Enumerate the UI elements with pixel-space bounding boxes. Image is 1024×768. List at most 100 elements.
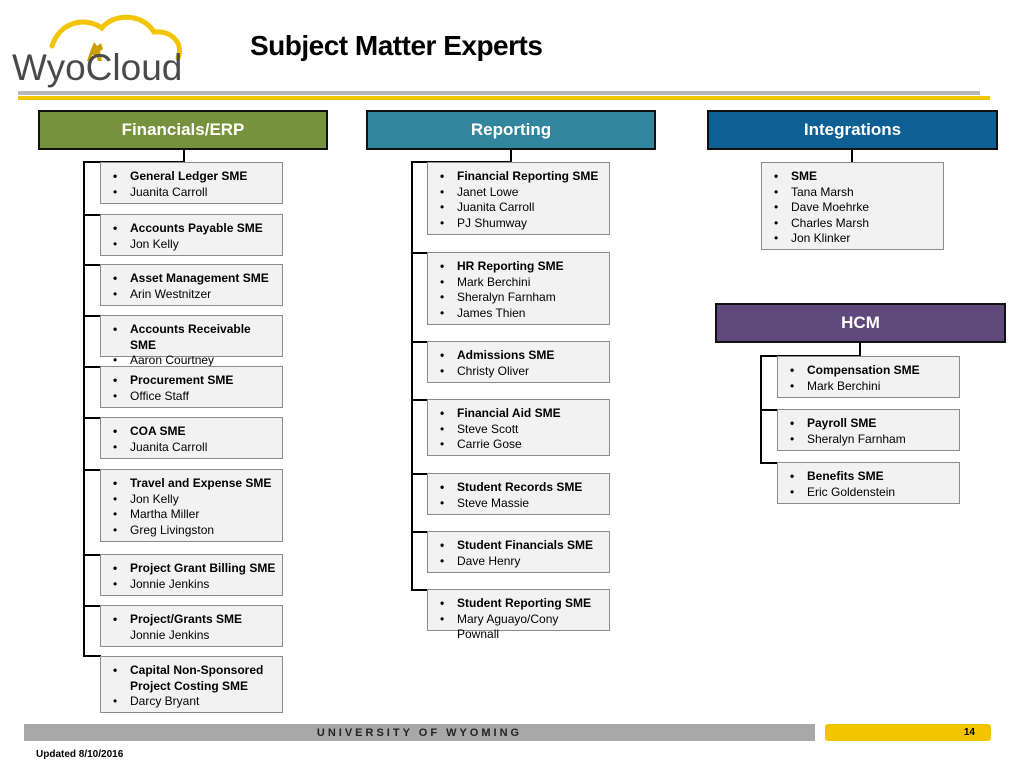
sme-role: Admissions SME bbox=[440, 348, 603, 364]
sme-list: Student Records SMESteve Massie bbox=[440, 480, 603, 511]
connector-line bbox=[411, 473, 428, 475]
sme-person: Charles Marsh bbox=[774, 216, 937, 232]
sme-person: PJ Shumway bbox=[440, 216, 603, 232]
sme-person: James Thien bbox=[440, 306, 603, 322]
sme-box-financial-aid: Financial Aid SMESteve ScottCarrie Gose bbox=[427, 399, 610, 456]
sme-person: Dave Henry bbox=[440, 554, 603, 570]
sme-box-admissions: Admissions SMEChristy Oliver bbox=[427, 341, 610, 383]
connector-line bbox=[411, 341, 428, 343]
sme-role: General Ledger SME bbox=[113, 169, 276, 185]
sme-person: Aaron Courtney bbox=[113, 353, 276, 369]
sme-person: Sheralyn Farnham bbox=[790, 432, 953, 448]
sme-list: Asset Management SMEArin Westnitzer bbox=[113, 271, 276, 302]
footer-bar bbox=[24, 724, 815, 741]
sme-person: Jon Klinker bbox=[774, 231, 937, 247]
connector-line bbox=[510, 150, 512, 163]
sme-box-integrations: SMETana MarshDave MoehrkeCharles MarshJo… bbox=[761, 162, 944, 250]
sme-role: Financial Reporting SME bbox=[440, 169, 603, 185]
sme-box-procurement: Procurement SMEOffice Staff bbox=[100, 366, 283, 408]
sme-person: Sheralyn Farnham bbox=[440, 290, 603, 306]
sme-list: Financial Aid SMESteve ScottCarrie Gose bbox=[440, 406, 603, 453]
sme-box-benefits: Benefits SMEEric Goldenstein bbox=[777, 462, 960, 504]
connector-line bbox=[411, 161, 413, 591]
sme-person: Office Staff bbox=[113, 389, 276, 405]
connector-line bbox=[760, 409, 778, 411]
sme-role: Travel and Expense SME bbox=[113, 476, 276, 492]
sme-person: Mary Aguayo/Cony Pownall bbox=[440, 612, 603, 643]
connector-line bbox=[411, 399, 428, 401]
connector-line bbox=[83, 264, 101, 266]
sme-role: Student Reporting SME bbox=[440, 596, 603, 612]
reporting-header: Reporting bbox=[366, 110, 656, 150]
sme-person: Carrie Gose bbox=[440, 437, 603, 453]
sme-list: Benefits SMEEric Goldenstein bbox=[790, 469, 953, 500]
header-divider-gray bbox=[18, 91, 980, 95]
sme-role: HR Reporting SME bbox=[440, 259, 603, 275]
connector-line bbox=[183, 150, 185, 163]
sme-person: Juanita Carroll bbox=[113, 185, 276, 201]
sme-role: Project Costing SME bbox=[130, 678, 249, 693]
sme-list: Payroll SMESheralyn Farnham bbox=[790, 416, 953, 447]
connector-line bbox=[83, 417, 101, 419]
connector-line bbox=[411, 531, 428, 533]
sme-person: Arin Westnitzer bbox=[113, 287, 276, 303]
sme-person: Christy Oliver bbox=[440, 364, 603, 380]
sme-person: Mark Berchini bbox=[790, 379, 953, 395]
sme-person: Janet Lowe bbox=[440, 185, 603, 201]
sme-person: Greg Livingston bbox=[113, 523, 276, 539]
sme-box-general-ledger: General Ledger SMEJuanita Carroll bbox=[100, 162, 283, 204]
page-title: Subject Matter Experts bbox=[250, 30, 543, 61]
sme-box-asset-management: Asset Management SMEArin Westnitzer bbox=[100, 264, 283, 306]
sme-role: Accounts Receivable SME bbox=[113, 322, 276, 353]
sme-role: Procurement SME bbox=[113, 373, 276, 389]
sme-person: Dave Moehrke bbox=[774, 200, 937, 216]
sme-list: Student Financials SMEDave Henry bbox=[440, 538, 603, 569]
connector-line bbox=[83, 161, 85, 657]
connector-line bbox=[83, 366, 101, 368]
connector-line bbox=[83, 315, 101, 317]
cloud-logo-icon: WyoCloud bbox=[12, 14, 182, 88]
header-divider-gold bbox=[18, 96, 990, 100]
sme-person: Juanita Carroll bbox=[440, 200, 603, 216]
connector-line bbox=[83, 655, 101, 657]
sme-person: Steve Scott bbox=[440, 422, 603, 438]
page-number: 14 bbox=[825, 724, 991, 741]
sme-list: General Ledger SMEJuanita Carroll bbox=[113, 169, 276, 200]
sme-person: Juanita Carroll bbox=[113, 440, 276, 456]
sme-list: Student Reporting SMEMary Aguayo/Cony Po… bbox=[440, 596, 603, 643]
sme-box-payroll: Payroll SMESheralyn Farnham bbox=[777, 409, 960, 451]
sme-person: Steve Massie bbox=[440, 496, 603, 512]
sme-box-coa: COA SMEJuanita Carroll bbox=[100, 417, 283, 459]
updated-date: Updated 8/10/2016 bbox=[36, 749, 124, 760]
sme-person: Darcy Bryant bbox=[113, 694, 276, 710]
sme-role: Benefits SME bbox=[790, 469, 953, 485]
sme-list: Procurement SMEOffice Staff bbox=[113, 373, 276, 404]
sme-person: Jon Kelly bbox=[113, 237, 276, 253]
connector-line bbox=[83, 605, 101, 607]
sme-list: Admissions SMEChristy Oliver bbox=[440, 348, 603, 379]
sme-box-student-records: Student Records SMESteve Massie bbox=[427, 473, 610, 515]
sme-box-hr-reporting: HR Reporting SMEMark BerchiniSheralyn Fa… bbox=[427, 252, 610, 325]
sme-list: HR Reporting SMEMark BerchiniSheralyn Fa… bbox=[440, 259, 603, 321]
connector-line bbox=[411, 252, 428, 254]
sme-role: Capital Non-Sponsored bbox=[113, 663, 276, 679]
sme-list: COA SMEJuanita Carroll bbox=[113, 424, 276, 455]
connector-line bbox=[83, 214, 101, 216]
sme-list: Financial Reporting SMEJanet LoweJuanita… bbox=[440, 169, 603, 231]
hcm-header: HCM bbox=[715, 303, 1006, 343]
sme-person: Tana Marsh bbox=[774, 185, 937, 201]
sme-list: Compensation SMEMark Berchini bbox=[790, 363, 953, 394]
sme-person: Eric Goldenstein bbox=[790, 485, 953, 501]
sme-person: Mark Berchini bbox=[440, 275, 603, 291]
sme-list: Accounts Receivable SMEAaron Courtney bbox=[113, 322, 276, 369]
sme-role: Asset Management SME bbox=[113, 271, 276, 287]
connector-line bbox=[760, 462, 778, 464]
sme-box-accounts-receivable: Accounts Receivable SMEAaron Courtney bbox=[100, 315, 283, 368]
